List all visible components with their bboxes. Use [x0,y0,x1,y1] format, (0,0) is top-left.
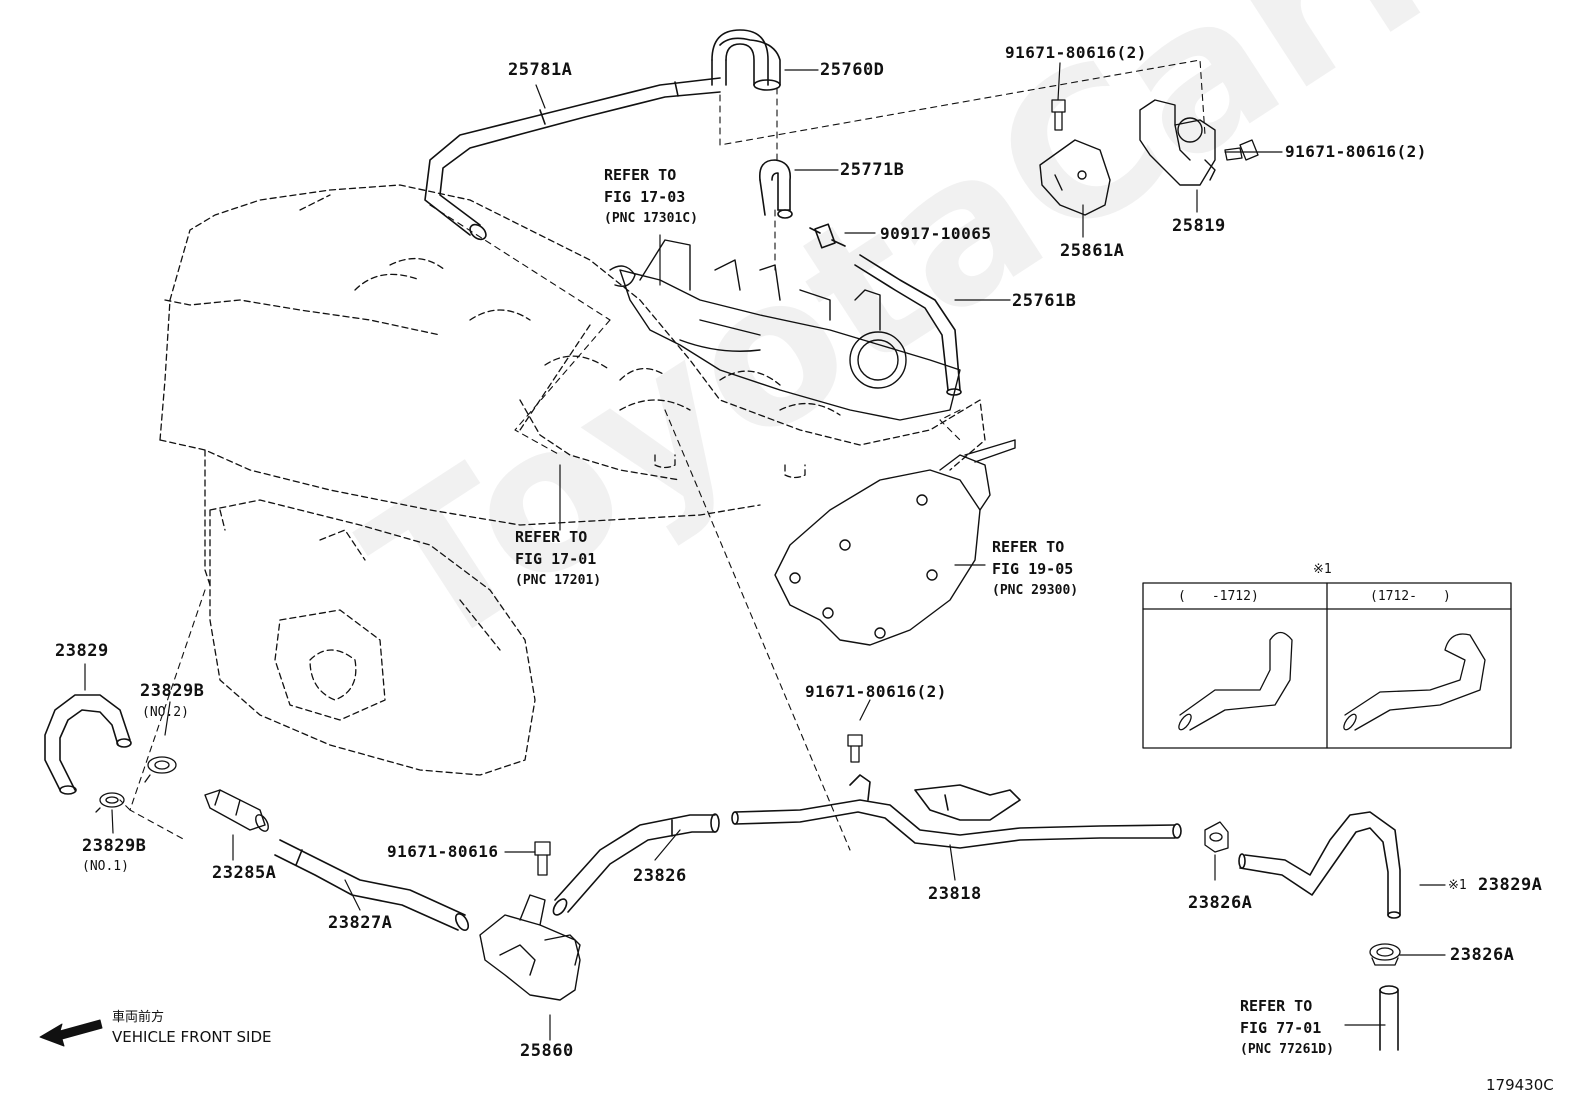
clips-23829B [95,756,177,813]
ref-17-03-line2: FIG 17-03 [604,188,686,206]
ref-fig-17-03: REFER TO FIG 17-03 (PNC 17301C) [604,164,698,230]
clip-23826A-a [1204,821,1229,853]
ref-fig-17-01: REFER TO FIG 17-01 (PNC 17201) [515,526,601,592]
part-25819: 25819 [1172,216,1226,236]
engine-block [159,184,986,586]
part-23829A: 23829A [1478,875,1543,895]
hose-25771B [758,159,793,219]
hose-23829 [44,694,132,795]
timing-cover [209,499,536,776]
leader-lines [84,62,1446,1041]
bolts [534,99,1259,876]
part-23826A-b: 23826A [1450,945,1515,965]
ref-77-01-line1: REFER TO [1240,997,1313,1015]
part-23829B-no2: 23829B [140,681,205,701]
hose-25760D [711,29,781,91]
ref-19-05-line1: REFER TO [992,538,1065,556]
front-arrow-icon [39,1019,103,1047]
inset-left-caption: ( -1712) [1178,589,1259,604]
part-23818: 23818 [928,884,982,904]
figure-number: 179430C [1486,1076,1554,1094]
part-91671-mid: 91671-80616(2) [805,682,947,701]
part-23829A-mark: ※1 [1448,878,1467,893]
sensor-23285A [204,789,269,832]
inset-mark: ※1 [1313,562,1332,577]
part-91671-top: 91671-80616(2) [1005,43,1147,62]
ref-77-01-line3: (PNC 77261D) [1240,1042,1334,1057]
bracket-25860 [479,894,581,1001]
leader-dashes [119,59,1206,851]
part-90917-10065: 90917-10065 [880,224,992,243]
part-23829B-no1: 23829B [82,836,147,856]
part-23285A: 23285A [212,863,277,883]
bracket-25861A [1039,139,1111,216]
part-91671-right: 91671-80616(2) [1285,142,1427,161]
ref-fig-19-05: REFER TO FIG 19-05 (PNC 29300) [992,536,1078,602]
part-25781A: 25781A [508,60,573,80]
intake-assembly [609,239,961,421]
part-25761B: 25761B [1012,291,1077,311]
ref-17-03-line1: REFER TO [604,166,677,184]
pipe-77-01 [1379,985,1399,1051]
part-23829: 23829 [55,641,109,661]
part-23827A: 23827A [328,913,393,933]
part-91671-single: 91671-80616 [387,842,499,861]
part-23826: 23826 [633,866,687,886]
part-23829B-no2-sub: (NO.2) [142,705,189,720]
part-23826A-a: 23826A [1188,893,1253,913]
check-valve-90917 [809,223,846,249]
vehicle-front-en: VEHICLE FRONT SIDE [112,1028,272,1046]
hose-25761B [854,254,962,396]
vehicle-front-ja: 車両前方 [112,1010,165,1025]
clip-23826A-b [1369,943,1401,966]
inset-table [1142,582,1512,749]
inset-right-caption: (1712- ) [1370,589,1451,604]
ref-17-01-line2: FIG 17-01 [515,550,597,568]
hose-23829A [1238,811,1401,919]
ref-17-01-line1: REFER TO [515,528,588,546]
ref-19-05-line2: FIG 19-05 [992,560,1074,578]
vacuum-pump [774,439,1016,646]
vsv-25819 [1139,99,1216,186]
hose-23826 [552,813,720,916]
part-25860: 25860 [520,1041,574,1061]
ref-19-05-line3: (PNC 29300) [992,583,1079,598]
ref-77-01-line2: FIG 77-01 [1240,1019,1322,1037]
hose-23827A [274,839,470,931]
pipe-23818 [731,774,1182,849]
part-25771B: 25771B [840,160,905,180]
part-25861A: 25861A [1060,241,1125,261]
ref-17-03-line3: (PNC 17301C) [604,211,698,226]
ref-fig-77-01: REFER TO FIG 77-01 (PNC 77261D) [1240,995,1334,1061]
hose-25781A [424,77,721,241]
part-23829B-no1-sub: (NO.1) [82,859,129,874]
part-25760D: 25760D [820,60,885,80]
ref-17-01-line3: (PNC 17201) [515,573,602,588]
